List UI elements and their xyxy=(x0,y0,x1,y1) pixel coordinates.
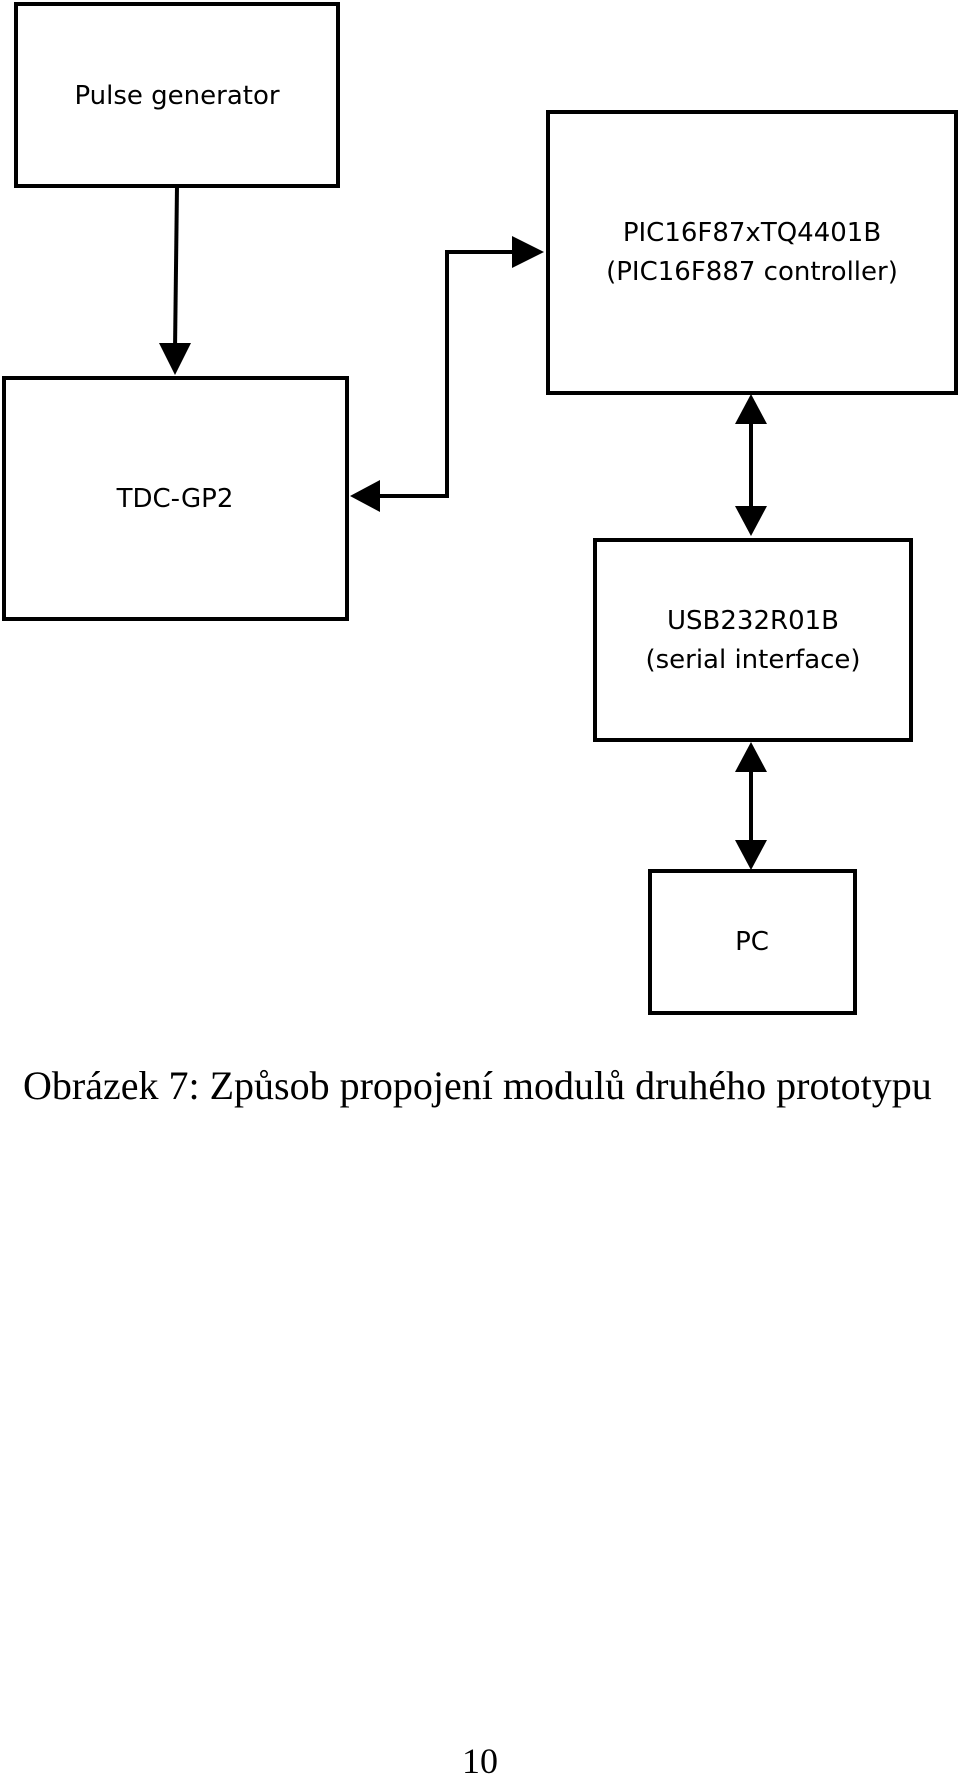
arrowhead-usb-top xyxy=(735,506,767,536)
node-pc-label: PC xyxy=(735,927,769,957)
module-connection-diagram: Pulse generator PIC16F87xTQ4401B (PIC16F… xyxy=(2,2,958,1015)
node-usb-serial: USB232R01B (serial interface) xyxy=(593,538,913,742)
arrowhead-pc-top xyxy=(735,840,767,870)
arrowhead-tdc-top xyxy=(159,343,191,375)
arrowhead-pic-bottom xyxy=(735,394,767,424)
node-pic-controller: PIC16F87xTQ4401B (PIC16F887 controller) xyxy=(546,110,958,395)
node-tdc-gp2: TDC-GP2 xyxy=(2,376,349,621)
figure-caption: Obrázek 7: Způsob propojení modulů druhé… xyxy=(23,1063,932,1108)
node-pic-controller-label-line2: (PIC16F887 controller) xyxy=(606,257,898,287)
node-tdc-gp2-label: TDC-GP2 xyxy=(116,484,234,514)
node-pic-controller-label-line1: PIC16F87xTQ4401B xyxy=(623,218,881,248)
arrowhead-tdc-right xyxy=(350,480,380,512)
node-usb-serial-label-line2: (serial interface) xyxy=(645,645,860,675)
page-number: 10 xyxy=(462,1741,498,1781)
edge-tdc-to-pic xyxy=(370,250,520,498)
edge-pulse-to-tdc xyxy=(173,185,179,351)
connectors xyxy=(159,185,767,870)
arrowhead-usb-bottom xyxy=(735,742,767,772)
arrowhead-pic-left xyxy=(512,236,544,268)
node-pulse-generator-label: Pulse generator xyxy=(74,81,279,111)
node-pulse-generator: Pulse generator xyxy=(14,2,340,188)
node-usb-serial-label-line1: USB232R01B xyxy=(667,606,839,636)
node-pc: PC xyxy=(648,869,857,1015)
